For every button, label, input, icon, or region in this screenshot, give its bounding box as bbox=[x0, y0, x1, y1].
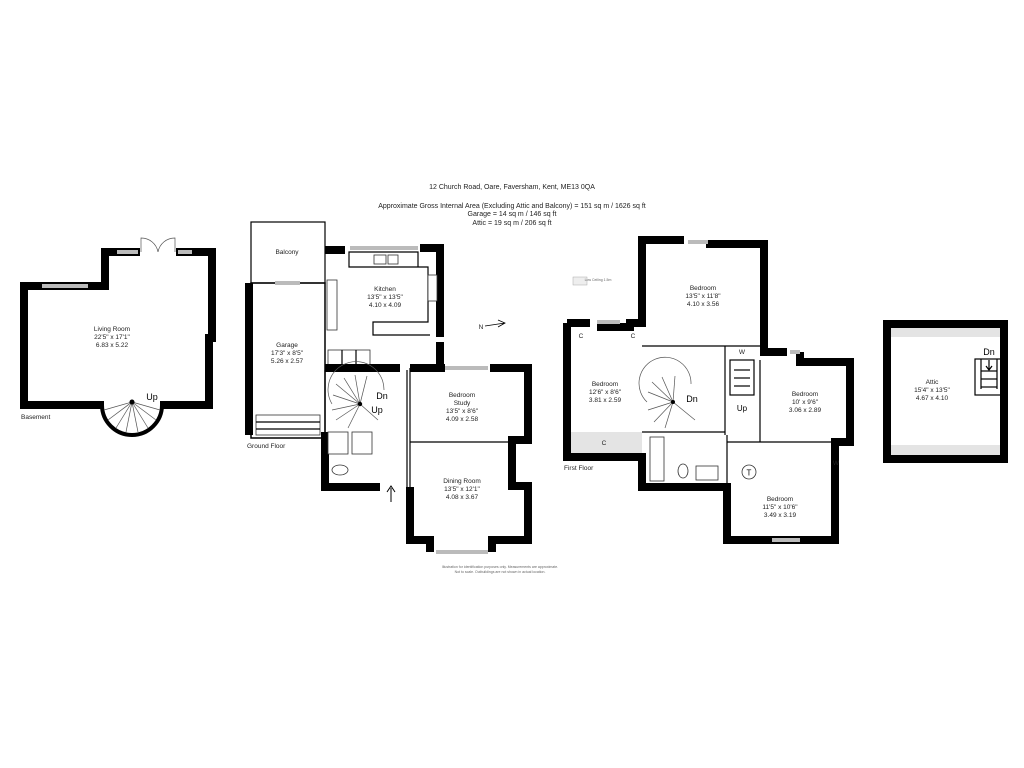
bedroom-bottom-metric: 3.49 x 3.19 bbox=[764, 512, 797, 519]
disclaimer-line1: Illustration for identification purposes… bbox=[442, 565, 558, 569]
dining-name: Dining Room bbox=[443, 478, 481, 485]
north-arrow-icon bbox=[484, 319, 506, 328]
wardrobe-2: W bbox=[833, 460, 840, 467]
kitchen-name: Kitchen bbox=[374, 286, 396, 293]
ground-floor-label: Ground Floor bbox=[247, 443, 286, 450]
disclaimer-line2: Not to scale. Outbuildings are not shown… bbox=[455, 570, 546, 574]
bedroom-right-imperial: 10' x 9'6" bbox=[792, 399, 819, 406]
first-floor-spiral-stair bbox=[638, 356, 696, 429]
attic-plan: Dn Attic 15'4" x 13'5" 4.67 x 4.10 bbox=[883, 320, 1008, 463]
bedroom-right-metric: 3.06 x 2.89 bbox=[789, 407, 822, 414]
attic-imperial: 15'4" x 13'5" bbox=[914, 387, 950, 394]
wardrobe-1: W bbox=[739, 349, 746, 356]
ground-spiral-stair bbox=[327, 361, 385, 429]
garage-metric: 5.26 x 2.57 bbox=[271, 358, 304, 365]
dining-imperial: 13'5" x 12'1" bbox=[444, 486, 480, 493]
bedroom-left-metric: 3.81 x 2.59 bbox=[589, 397, 622, 404]
address: 12 Church Road, Oare, Faversham, Kent, M… bbox=[429, 184, 595, 191]
attic-area: Attic = 19 sq m / 206 sq ft bbox=[472, 220, 551, 227]
first-stairs-up: Up bbox=[737, 404, 748, 413]
first-stairs-down: Dn bbox=[686, 394, 698, 404]
dining-metric: 4.08 x 3.67 bbox=[446, 494, 479, 501]
study-imperial: 13'5" x 8'6" bbox=[446, 408, 479, 415]
bedroom-bottom-imperial: 11'5" x 10'6" bbox=[762, 504, 798, 511]
attic-name: Attic bbox=[926, 379, 939, 386]
first-floor-plan: Low Ceiling 1.5m T bbox=[563, 236, 854, 544]
bedroom-left-name: Bedroom bbox=[592, 381, 618, 388]
low-ceiling-note: Low Ceiling 1.5m bbox=[585, 278, 612, 282]
ground-floor-plan: Dn Up Bedroom Study 13'5" x 8'6" 4.09 x … bbox=[245, 221, 532, 554]
study-metric: 4.09 x 2.58 bbox=[446, 416, 479, 423]
tank-label: T bbox=[747, 469, 752, 478]
attic-metric: 4.67 x 4.10 bbox=[916, 395, 949, 402]
cupboard-3: C bbox=[602, 440, 607, 447]
bedroom-top-metric: 4.10 x 3.56 bbox=[687, 301, 720, 308]
attic-stairs-down: Dn bbox=[983, 347, 995, 357]
study-name1: Bedroom bbox=[449, 392, 475, 399]
bedroom-top-imperial: 13'5" x 11'8" bbox=[685, 293, 721, 300]
living-room-name: Living Room bbox=[94, 326, 130, 333]
basement-plan: Living Room 22'5" x 17'1" 6.83 x 5.22 Up… bbox=[20, 237, 216, 437]
bedroom-left-imperial: 12'6" x 8'6" bbox=[589, 389, 622, 396]
living-room-imperial: 22'5" x 17'1" bbox=[94, 334, 130, 341]
basement-label: Basement bbox=[21, 414, 50, 421]
disclaimer: Illustration for identification purposes… bbox=[442, 565, 558, 574]
kitchen-imperial: 13'5" x 13'5" bbox=[367, 294, 403, 301]
bedroom-right-name: Bedroom bbox=[792, 391, 818, 398]
plan-header: 12 Church Road, Oare, Faversham, Kent, M… bbox=[378, 184, 646, 227]
kitchen-metric: 4.10 x 4.09 bbox=[369, 302, 402, 309]
garage-area: Garage = 14 sq m / 146 sq ft bbox=[468, 211, 557, 218]
entrance-arrow-icon bbox=[386, 485, 396, 502]
study-name2: Study bbox=[454, 400, 471, 407]
gross-area: Approximate Gross Internal Area (Excludi… bbox=[378, 203, 646, 210]
garage-name: Garage bbox=[276, 342, 298, 349]
balcony-name: Balcony bbox=[275, 249, 299, 256]
bedroom-bottom-name: Bedroom bbox=[767, 496, 793, 503]
living-room-metric: 6.83 x 5.22 bbox=[96, 342, 129, 349]
cupboard-1: C bbox=[579, 333, 584, 340]
first-floor-label: First Floor bbox=[564, 465, 594, 472]
garage-imperial: 17'3" x 8'5" bbox=[271, 350, 304, 357]
cupboard-2: C bbox=[631, 333, 636, 340]
bedroom-top-name: Bedroom bbox=[690, 285, 716, 292]
north-indicator: N bbox=[479, 324, 484, 331]
ground-stairs-down: Dn bbox=[376, 391, 388, 401]
basement-stairs-up: Up bbox=[146, 392, 158, 402]
spiral-stair bbox=[100, 404, 164, 437]
ground-stairs-up: Up bbox=[371, 405, 383, 415]
